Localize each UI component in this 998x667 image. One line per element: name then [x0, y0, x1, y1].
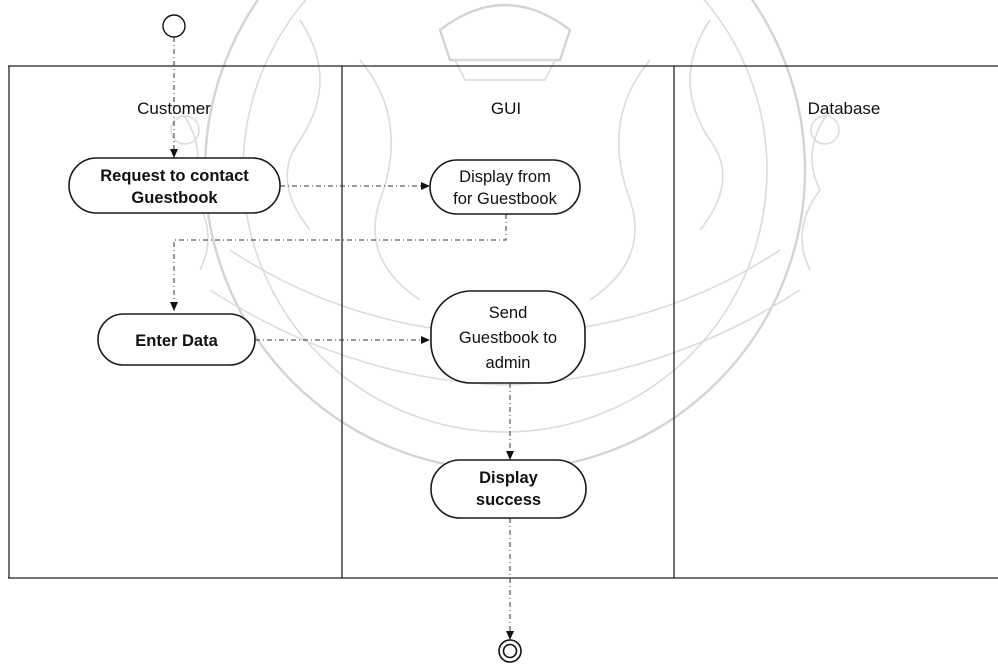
lane-title-gui: GUI: [491, 99, 521, 118]
initial-node: [162, 14, 186, 38]
swimlane-frame: [8, 65, 998, 579]
activity-request-line-2: Guestbook: [131, 189, 218, 207]
activity-send-line-3: admin: [486, 354, 531, 372]
activity-display-form-line-2: for Guestbook: [453, 190, 557, 208]
activity-request-to-contact-guestbook: Request to contact Guestbook: [68, 157, 281, 214]
lane-title-customer: Customer: [137, 99, 211, 118]
lane-title-database: Database: [808, 99, 881, 118]
activity-display-form-for-guestbook: Display from for Guestbook: [429, 159, 581, 215]
control-flows: [170, 37, 514, 640]
activity-display-success-line-2: success: [476, 491, 541, 509]
watermark-seal: [170, 0, 840, 472]
activity-send-line-1: Send: [489, 304, 528, 322]
activity-display-success: Display success: [430, 459, 587, 519]
activity-send-line-2: Guestbook to: [459, 329, 557, 347]
activity-send-guestbook-to-admin: Send Guestbook to admin: [430, 290, 586, 384]
final-node: [498, 639, 522, 663]
activity-request-line-1: Request to contact: [100, 167, 249, 185]
activity-display-success-line-1: Display: [479, 469, 539, 487]
flow-display-form-to-enter-data: [170, 214, 507, 311]
activity-enter-data: Enter Data: [97, 313, 256, 366]
activity-enter-data-label: Enter Data: [135, 332, 218, 350]
activity-display-form-line-1: Display from: [459, 168, 551, 186]
